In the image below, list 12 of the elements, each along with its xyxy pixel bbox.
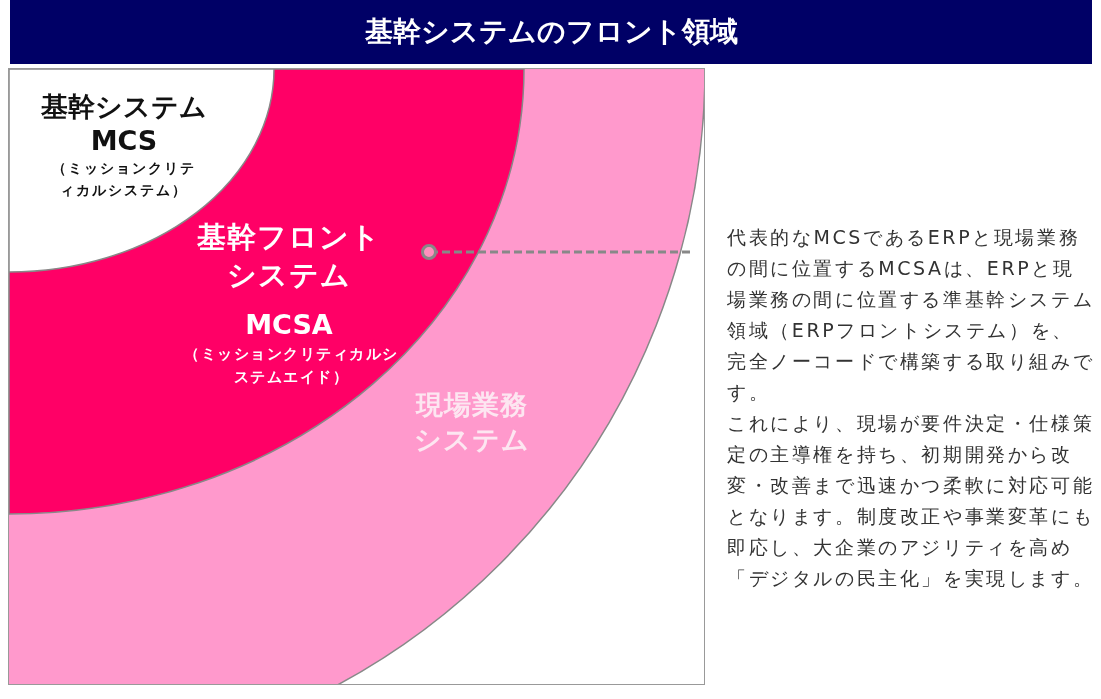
heading-text: 基幹フロントシステム [196,219,382,294]
subtitle-text: （ミッションクリティカルシステム） [51,159,197,201]
heading-text: MCSA [244,308,334,342]
subtitle-text: （ミッションクリティカルシステムエイド） [183,344,400,388]
paragraph: 代表的なMCSであるERPと現場業務の間に位置するMCSAは、ERPと現場業務の間に位置する準基幹システム領域（ERPフロントシステム）を、完全ノーコードで構築する取り組みです。 [727,225,1095,405]
outer-quarter-band [8,68,705,685]
heading-text: 基幹システム [40,90,208,124]
ring-marker [421,244,437,260]
heading-text: MCS [89,124,159,158]
heading-text: 現場業務システム [412,388,531,458]
title-bar: 基幹システムのフロント領域 [10,0,1092,64]
paragraph: これにより、現場が要件決定・仕様策定の主導権を持ち、初期開発から改変・改善まで迅速かつ柔軟に対応可能となります。制度改正や事業変革にも即応し、大企業のアジリティを高め「デジタルの民主化」を実現します。 [727,411,1095,591]
